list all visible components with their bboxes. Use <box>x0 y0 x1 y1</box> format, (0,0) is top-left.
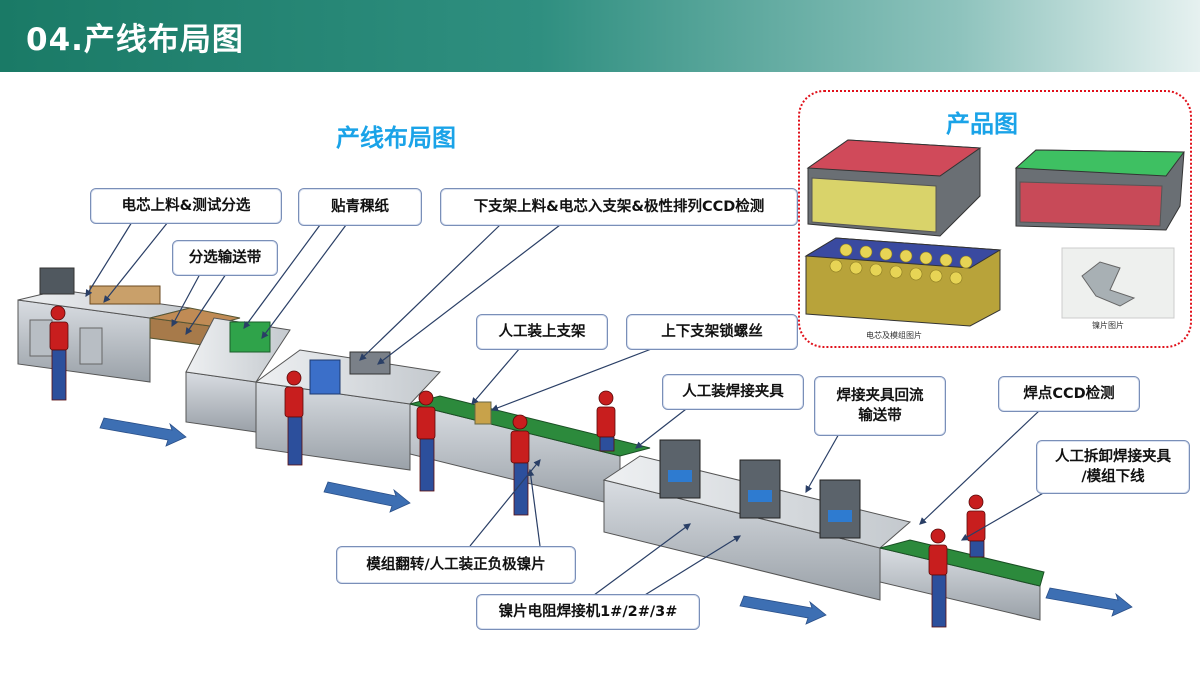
worker-figures <box>49 305 986 628</box>
callout-fixture-return: 焊接夹具回流输送带 <box>814 376 946 436</box>
flow-arrows <box>99 417 1133 625</box>
callout-sorting-conveyor: 分选输送带 <box>172 240 278 276</box>
offload-conveyor <box>879 539 1045 621</box>
product-frame <box>798 90 1192 348</box>
callout-resistance-welders: 镍片电阻焊接机1#/2#/3# <box>476 594 700 630</box>
callout-cell-loading: 电芯上料&测试分选 <box>90 188 282 224</box>
header-bar: 04.产线布局图 <box>0 0 1200 72</box>
diagram-title: 产线布局图 <box>336 124 456 152</box>
welding-machines <box>602 439 912 601</box>
battery-module-image <box>806 139 982 237</box>
callout-fixture-removal: 人工拆卸焊接夹具/模组下线 <box>1036 440 1190 494</box>
callout-welding-fixture: 人工装焊接夹具 <box>662 374 804 410</box>
product-title: 产品图 <box>946 110 1018 138</box>
battery-module-back-image <box>1014 149 1185 231</box>
caption-cells: 电芯及模组图片 <box>866 331 922 340</box>
page-title: 04.产线布局图 <box>26 22 244 58</box>
callout-lower-bracket-ccd: 下支架上料&电芯入支架&极性排列CCD检测 <box>440 188 798 226</box>
callout-weld-ccd: 焊点CCD检测 <box>998 376 1140 412</box>
leader-lines <box>85 221 1053 599</box>
callout-module-flip: 模组翻转/人工装正负极镍片 <box>336 546 576 584</box>
callout-insulation-paper: 贴青稞纸 <box>298 188 422 226</box>
callout-bracket-screws: 上下支架锁螺丝 <box>626 314 798 350</box>
callout-upper-bracket: 人工装上支架 <box>476 314 608 350</box>
nickel-sheet-image <box>1061 247 1175 319</box>
caption-nickel: 镍片图片 <box>1092 321 1124 330</box>
cell-array-image <box>804 237 1002 327</box>
